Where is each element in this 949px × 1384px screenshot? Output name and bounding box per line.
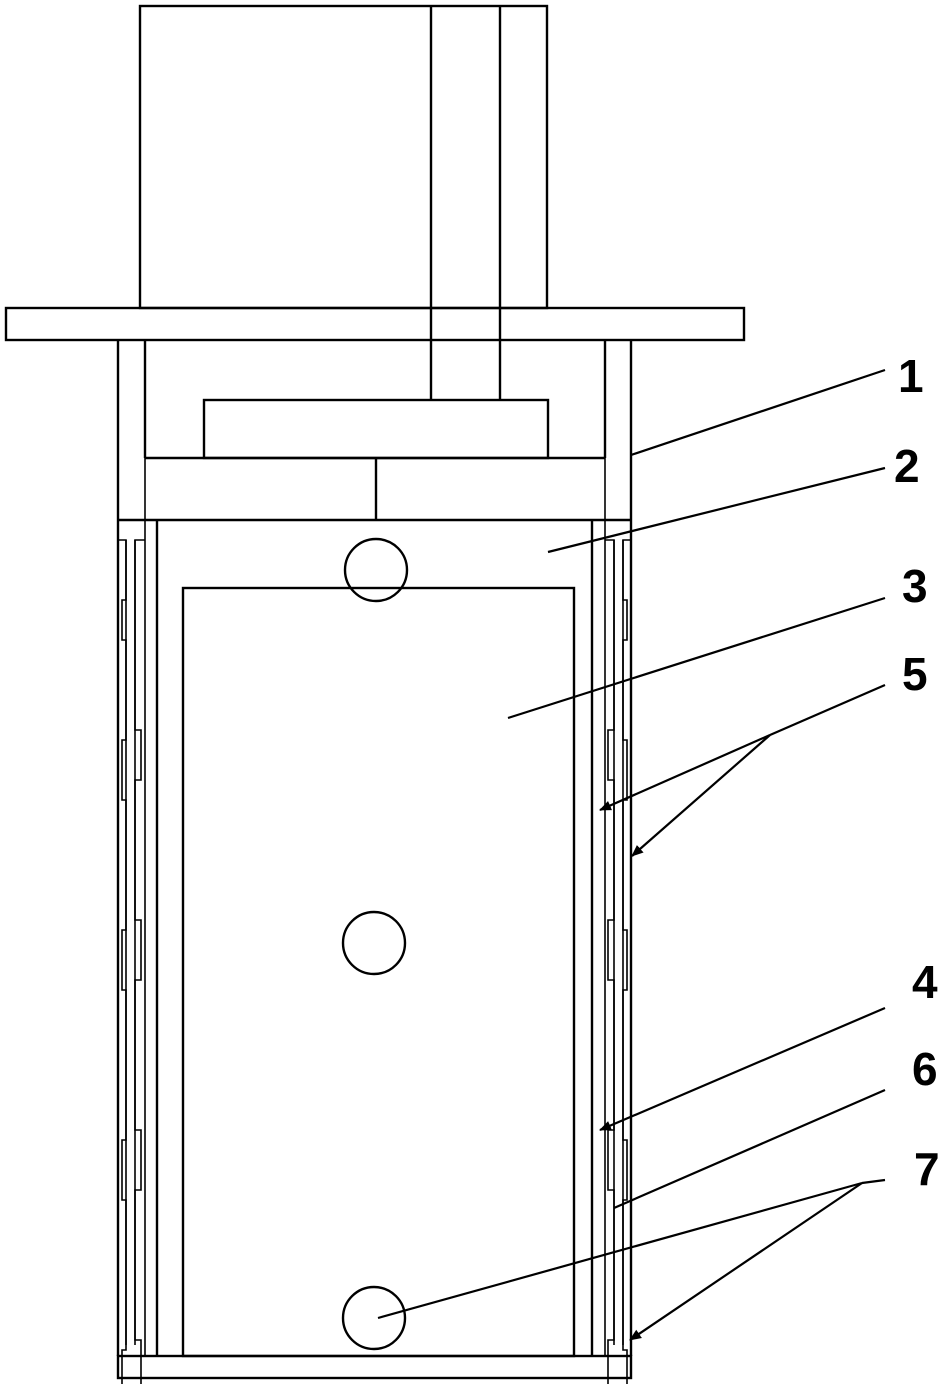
left-guide-rail [118, 539, 145, 1384]
leader-7b [629, 1182, 863, 1341]
label-4: 4 [912, 956, 938, 1008]
flange-plate [4, 306, 746, 342]
right-guide-rail [605, 539, 631, 1384]
leader-3 [507, 596, 886, 720]
label-2: 2 [894, 440, 920, 492]
leader-5 [769, 683, 886, 737]
label-5: 5 [902, 648, 928, 700]
leader-5a [599, 733, 771, 812]
leader-6 [613, 1088, 886, 1210]
ball-top [343, 537, 409, 603]
leader-4 [599, 1006, 886, 1132]
label-6: 6 [912, 1043, 938, 1095]
label-7: 7 [914, 1143, 940, 1195]
leader-7a [377, 1181, 863, 1320]
reference-numerals: 1 2 3 5 4 6 7 [894, 350, 940, 1195]
balls [341, 537, 409, 1351]
ball-bottom [341, 1285, 407, 1351]
label-1: 1 [898, 350, 924, 402]
outer-shell [116, 340, 633, 1380]
leader-5b [631, 734, 771, 857]
mesh-screen [181, 586, 576, 1358]
leader-lines [377, 368, 886, 1341]
leader-2 [547, 466, 886, 554]
ball-middle [341, 910, 407, 976]
basket-frame [118, 458, 631, 1356]
label-3: 3 [902, 560, 928, 612]
leader-1 [630, 368, 886, 457]
leader-7 [861, 1178, 886, 1185]
drive-cap [143, 340, 607, 520]
